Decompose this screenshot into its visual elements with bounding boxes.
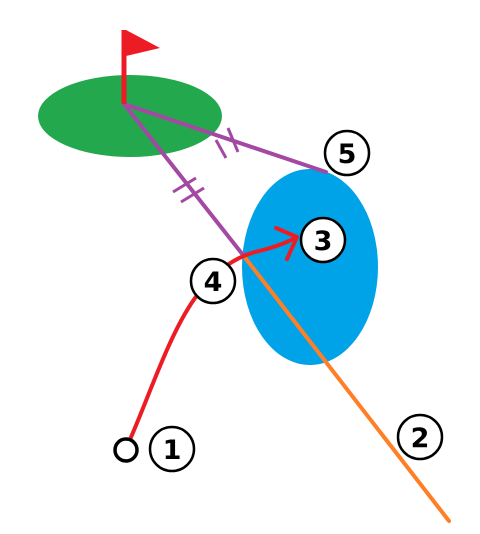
penalty-line-to-entry	[122, 102, 245, 257]
entry-line	[241, 253, 451, 523]
marker-4: 4	[189, 257, 237, 305]
putting-green	[38, 75, 222, 157]
flag-icon	[126, 30, 160, 56]
equal-distance-ticks-entry	[172, 176, 205, 204]
marker-2: 2	[396, 413, 444, 461]
equal-distance-ticks-drop	[214, 127, 240, 159]
marker-3: 3	[299, 216, 347, 264]
svg-text:4: 4	[204, 267, 223, 298]
penalty-line-to-drop	[122, 102, 328, 174]
marker-1: 1	[148, 425, 196, 473]
svg-text:1: 1	[163, 435, 182, 466]
svg-text:2: 2	[411, 423, 430, 454]
svg-text:3: 3	[314, 226, 333, 257]
ball-icon	[113, 437, 139, 463]
shot-path-arrowhead	[274, 226, 299, 261]
water-hazard	[242, 169, 378, 365]
marker-5: 5	[323, 129, 371, 177]
svg-text:5: 5	[338, 139, 357, 170]
